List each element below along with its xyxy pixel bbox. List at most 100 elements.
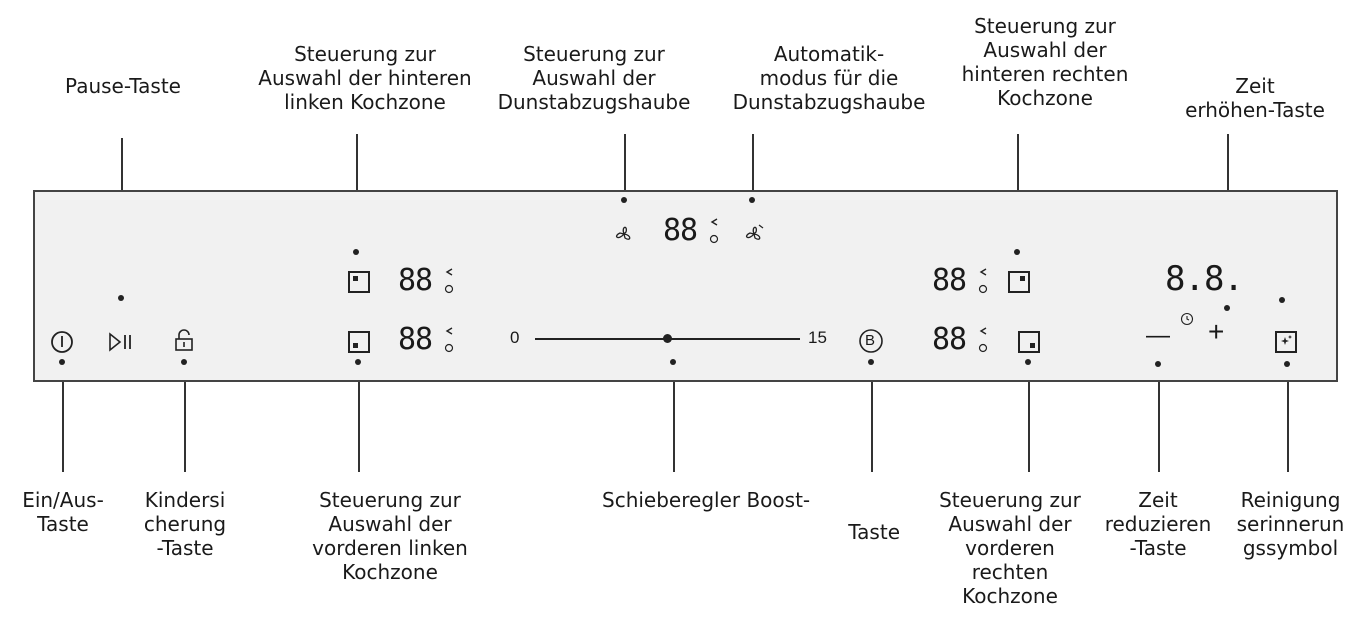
leader-auto xyxy=(752,134,754,200)
label-line: serinnerun xyxy=(1236,512,1345,536)
fan-auto-icon[interactable] xyxy=(742,222,766,246)
label-line: Steuerung zur xyxy=(319,488,461,512)
label-line: rechten xyxy=(971,560,1049,584)
dot-leader-end xyxy=(1014,249,1020,255)
label-line: gssymbol xyxy=(1242,536,1339,560)
label-slider: Schieberegler Boost- xyxy=(602,488,842,512)
dot-leader-end xyxy=(670,359,676,365)
label-line: cherung xyxy=(143,512,227,536)
label-line: Ein/Aus- xyxy=(22,488,104,512)
clock-icon xyxy=(1180,312,1194,326)
time-up-indicator-dot xyxy=(1224,305,1230,311)
boost-slider-knob[interactable] xyxy=(663,334,672,343)
label-line: Steuerung zur xyxy=(974,14,1116,38)
front-right-display: 88 xyxy=(932,322,967,357)
label-rear-left-zone: Steuerung zur Auswahl der hinteren linke… xyxy=(245,42,485,114)
label-line: Auswahl der xyxy=(983,38,1107,62)
label-line: -Taste xyxy=(156,536,214,560)
dot-leader-end xyxy=(353,249,359,255)
dot-leader-end xyxy=(181,359,187,365)
label-line: Auswahl der xyxy=(328,512,452,536)
lock-icon[interactable] xyxy=(173,328,195,352)
label-front-left-zone: Steuerung zur Auswahl der vorderen linke… xyxy=(275,488,505,584)
label-line: Zeit xyxy=(1138,488,1178,512)
label-pause-key: Pause-Taste xyxy=(48,74,198,98)
label-line: Auswahl der hinteren xyxy=(258,66,472,90)
label-line: Pause-Taste xyxy=(65,74,181,98)
label-line: erhöhen-Taste xyxy=(1185,98,1325,122)
time-up-button[interactable]: + xyxy=(1208,316,1225,347)
label-line: Automatik- xyxy=(773,42,885,66)
dot-leader-end xyxy=(59,359,65,365)
leader-boost xyxy=(871,362,873,472)
pause-indicator-dot xyxy=(118,295,124,301)
label-line: linken Kochzone xyxy=(284,90,446,114)
label-line: Kochzone xyxy=(962,584,1058,608)
leader-hood xyxy=(624,134,626,200)
label-line: Dunstabzugshaube xyxy=(497,90,691,114)
dot-leader-end xyxy=(1284,361,1290,367)
label-line: Auswahl der xyxy=(532,66,656,90)
dot-leader-end xyxy=(749,197,755,203)
control-panel xyxy=(33,190,1338,382)
label-hood-selection: Steuerung zur Auswahl der Dunstabzugshau… xyxy=(484,42,704,114)
label-line: vorderen linken xyxy=(312,536,468,560)
slider-max-label: 15 xyxy=(808,328,827,347)
time-down-button[interactable]: — xyxy=(1146,322,1170,349)
display-markers-icon xyxy=(709,218,719,244)
label-cleaning-reminder: Reinigung serinnerun gssymbol xyxy=(1228,488,1353,560)
label-line: Schieberegler Boost- xyxy=(602,488,811,512)
leader-time-down xyxy=(1158,362,1160,472)
dot-leader-end xyxy=(355,359,361,365)
hood-display: 88 xyxy=(663,213,698,248)
label-line: vorderen xyxy=(965,536,1055,560)
boost-letter: B xyxy=(865,332,876,349)
label-line: Steuerung zur xyxy=(294,42,436,66)
dot-leader-end xyxy=(868,359,874,365)
label-line: Zeit xyxy=(1235,74,1275,98)
leader-front-left xyxy=(358,362,360,472)
label-boost-key: Taste xyxy=(800,520,900,544)
power-icon[interactable] xyxy=(50,330,74,354)
label-line: Kindersi xyxy=(144,488,226,512)
rear-right-zone-icon[interactable] xyxy=(1007,270,1031,294)
label-line: Taste xyxy=(37,512,89,536)
label-line: Steuerung zur xyxy=(523,42,665,66)
display-markers-icon xyxy=(444,268,454,294)
boost-button-icon[interactable] xyxy=(858,328,884,354)
slider-min-label: 0 xyxy=(510,328,520,347)
display-markers-icon xyxy=(978,327,988,353)
front-right-zone-icon[interactable] xyxy=(1017,330,1041,354)
leader-front-right xyxy=(1028,362,1030,472)
dot-leader-end xyxy=(621,197,627,203)
label-line: Reinigung xyxy=(1240,488,1341,512)
label-on-off-key: Ein/Aus- Taste xyxy=(8,488,118,536)
label-line: Kochzone xyxy=(997,86,1093,110)
dot-leader-end xyxy=(1025,359,1031,365)
label-rear-right-zone: Steuerung zur Auswahl der hinteren recht… xyxy=(940,14,1150,110)
leader-child-lock xyxy=(184,362,186,472)
dot-leader-end xyxy=(1155,361,1161,367)
fan-icon[interactable] xyxy=(612,222,636,246)
front-left-zone-icon[interactable] xyxy=(347,330,371,354)
display-markers-icon xyxy=(978,268,988,294)
leader-on-off xyxy=(62,362,64,472)
label-line: reduzieren xyxy=(1104,512,1212,536)
leader-clean xyxy=(1287,362,1289,472)
label-front-right-zone: Steuerung zur Auswahl der vorderen recht… xyxy=(920,488,1100,608)
clean-indicator-dot xyxy=(1279,297,1285,303)
label-time-down-key: Zeit reduzieren -Taste xyxy=(1098,488,1218,560)
rear-right-display: 88 xyxy=(932,263,967,298)
label-child-lock-key: Kindersi cherung -Taste xyxy=(130,488,240,560)
label-time-up-key: Zeit erhöhen-Taste xyxy=(1160,74,1350,122)
display-markers-icon xyxy=(444,327,454,353)
rear-left-zone-icon[interactable] xyxy=(347,270,371,294)
label-line: hinteren rechten xyxy=(961,62,1129,86)
label-line: Dunstabzugshaube xyxy=(732,90,926,114)
front-left-display: 88 xyxy=(398,322,433,357)
play-pause-icon[interactable] xyxy=(108,332,134,352)
label-line: Kochzone xyxy=(342,560,438,584)
label-line: Steuerung zur xyxy=(939,488,1081,512)
label-line: Auswahl der xyxy=(948,512,1072,536)
cleaning-reminder-icon[interactable] xyxy=(1274,330,1298,354)
